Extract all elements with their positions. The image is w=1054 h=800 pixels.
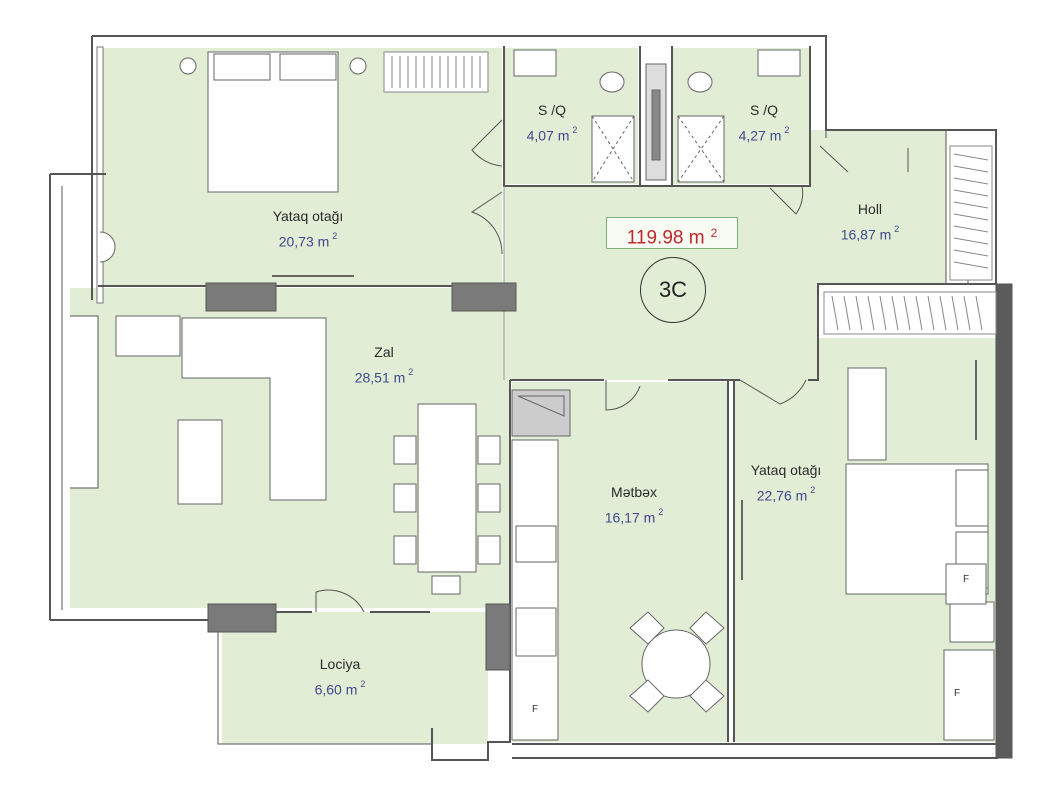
room-name: Lociya: [319, 656, 361, 672]
nightstand: [179, 57, 197, 75]
bedroom1-furniture: [99, 51, 367, 277]
doors: [315, 119, 909, 613]
appliance-mark: F: [963, 574, 970, 585]
room-name: Yataq otağı: [750, 462, 822, 478]
room-name: S /Q: [749, 102, 779, 118]
nightstand: [349, 57, 367, 75]
bedroom2-furniture: [741, 360, 995, 741]
sofa: [181, 317, 327, 501]
kitchen-table: [641, 629, 711, 699]
total-area-value: 119.98 m: [626, 227, 705, 249]
fridge: [945, 563, 987, 605]
counter: [511, 439, 559, 741]
room-name: Mətbəx: [611, 484, 657, 500]
exterior-column: [995, 283, 1013, 759]
sink: [757, 49, 801, 77]
dining-table: [417, 403, 477, 573]
toilet: [599, 71, 625, 93]
structural-columns: [205, 282, 1013, 759]
room-name: Yataq otağı: [272, 208, 344, 224]
window: [949, 145, 993, 281]
room-loggia-fill: [222, 612, 488, 744]
sink: [515, 525, 557, 563]
window: [383, 51, 489, 93]
toilet: [687, 71, 713, 93]
column: [485, 603, 511, 671]
total-area-sup: 2: [710, 226, 718, 240]
washer: [949, 601, 995, 643]
column: [451, 282, 517, 312]
coffee-table: [177, 419, 223, 505]
total-area-box: 119.98 m 2: [606, 217, 738, 249]
wardrobe: [847, 367, 887, 461]
windows: [383, 51, 997, 335]
stove: [515, 607, 557, 657]
living-furniture: [115, 315, 501, 595]
bathroom-fixtures: [513, 49, 801, 183]
kitchen-furniture: [511, 389, 725, 741]
room-hall-fill: [504, 130, 946, 380]
room-name: S /Q: [537, 102, 567, 118]
room-name: Holl: [857, 201, 883, 217]
appliance-mark: F: [954, 688, 961, 699]
room-name: Zal: [374, 344, 394, 360]
column: [205, 282, 277, 312]
walls: [49, 35, 999, 761]
unit-code-badge: 3C: [640, 257, 706, 323]
appliance-mark: F: [532, 704, 539, 715]
sink: [513, 49, 557, 77]
column: [207, 603, 277, 633]
